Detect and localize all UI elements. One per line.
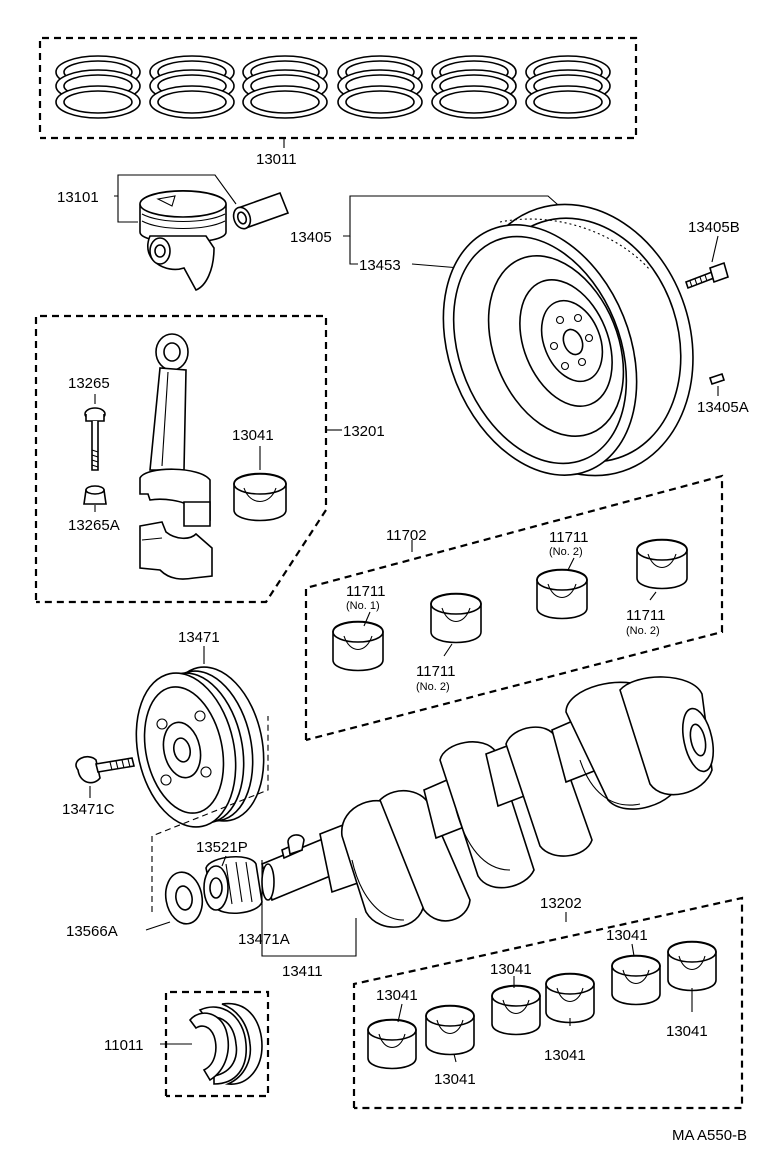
timing-gear-group: 13521P 13566A 13471A <box>66 839 290 948</box>
label-main-bearing-right-note: (No. 2) <box>626 625 660 637</box>
piston-ring <box>337 55 423 119</box>
label-connecting-rod-nut: 13265A <box>68 517 120 534</box>
label-main-bearing-top: 11711 <box>549 529 589 546</box>
crank-pulley-icon <box>135 666 265 828</box>
label-flywheel-bolt: 13405B <box>688 219 740 236</box>
figure-id: MA A550-B <box>672 1127 747 1144</box>
bearing-shell-icon <box>536 568 588 620</box>
bearing-shell-icon <box>233 472 287 522</box>
connecting-rod-icon <box>139 333 211 527</box>
connecting-rod-group: 13265 13265A 13041 13201 <box>34 314 385 604</box>
piston-ring <box>149 55 235 119</box>
main-bearing-group: 11702 11711 (No. 1) 11711 (No. 2) 11711 … <box>304 474 724 742</box>
piston-ring <box>242 55 328 119</box>
label-crank-bearing-set: 13202 <box>540 895 582 912</box>
crank-pulley-group: 13471 13471C <box>62 629 269 912</box>
piston-ring-set-group: 13011 <box>38 36 638 168</box>
label-pulley-key: 13471A <box>238 931 290 948</box>
label-piston-ring-set: 13011 <box>256 151 297 168</box>
bearing-shell-icon <box>611 954 661 1006</box>
label-cb-2: 13041 <box>434 1071 476 1088</box>
main-bearing-frame <box>304 474 724 742</box>
bearing-shell-icon <box>367 1018 417 1070</box>
label-connecting-rod-bolt: 13265 <box>68 375 110 392</box>
label-cb-3: 13041 <box>490 961 532 978</box>
rod-cap-icon <box>139 521 213 580</box>
label-dowel-pin: 13405A <box>697 399 749 416</box>
label-main-bearing-top-note: (No. 2) <box>549 546 583 558</box>
thrust-washer-icon <box>188 1002 263 1085</box>
flywheel-icon <box>442 203 694 477</box>
label-cb-4: 13041 <box>544 1047 586 1064</box>
dowel-pin-icon <box>708 372 726 386</box>
bearing-shell-icon <box>425 1004 475 1056</box>
label-piston: 13101 <box>57 189 99 206</box>
crankshaft-icon <box>261 676 715 928</box>
label-pulley-bolt: 13471C <box>62 801 115 818</box>
label-cb-1: 13041 <box>376 987 418 1004</box>
label-main-bearing-mid-note: (No. 2) <box>416 681 450 693</box>
bearing-shell-icon <box>545 972 595 1024</box>
label-rod-bearing: 13041 <box>232 427 274 444</box>
crank-bearing-frame <box>352 896 744 1110</box>
timing-gear-icon <box>203 855 263 914</box>
label-main-bearing-left: 11711 <box>346 583 386 600</box>
thrust-washer-frame <box>164 990 270 1098</box>
bolt-icon <box>75 755 135 784</box>
piston-ring <box>525 55 611 119</box>
bearing-shell-icon <box>491 984 541 1036</box>
label-main-bearing-mid: 11711 <box>416 663 456 680</box>
bearing-shell-icon <box>667 940 717 992</box>
bearing-shell-icon <box>332 620 384 672</box>
piston-ring <box>55 55 141 119</box>
label-cb-6: 13041 <box>666 1023 708 1040</box>
flywheel-group: 13405 13453 13405B 13405A <box>290 195 749 477</box>
label-main-bearing-right: 11711 <box>626 607 666 624</box>
label-ring-gear: 13453 <box>359 257 401 274</box>
thrust-washer-set-group: 11011 <box>104 990 270 1098</box>
label-connecting-rod: 13201 <box>343 423 385 440</box>
label-cb-5: 13041 <box>606 927 648 944</box>
label-main-bearing-set: 11702 <box>386 527 427 544</box>
crank-bearing-group: 13202 13041 13041 13041 13041 13041 1304… <box>352 895 744 1110</box>
label-crankshaft: 13411 <box>282 963 323 980</box>
label-thrust-washer-set: 11011 <box>104 1037 144 1054</box>
bearing-shell-icon <box>636 538 688 590</box>
label-flywheel: 13405 <box>290 229 332 246</box>
nut-icon <box>83 485 107 505</box>
piston-group: 13101 <box>57 174 290 292</box>
crankshaft-group: 13411 <box>261 676 715 980</box>
label-thrust-washer: 13566A <box>66 923 118 940</box>
connecting-rod-frame <box>34 314 328 604</box>
label-timing-gear: 13521P <box>196 839 248 856</box>
bolt-icon <box>84 407 106 471</box>
bearing-shell-icon <box>430 592 482 644</box>
piston-pin-icon <box>232 191 290 230</box>
label-main-bearing-left-note: (No. 1) <box>346 600 380 612</box>
piston-icon <box>139 189 227 292</box>
piston-ring-set-frame <box>38 36 638 140</box>
piston-ring <box>431 55 517 119</box>
label-crank-pulley: 13471 <box>178 629 220 646</box>
washer-icon <box>164 871 204 925</box>
bolt-icon <box>684 261 729 290</box>
